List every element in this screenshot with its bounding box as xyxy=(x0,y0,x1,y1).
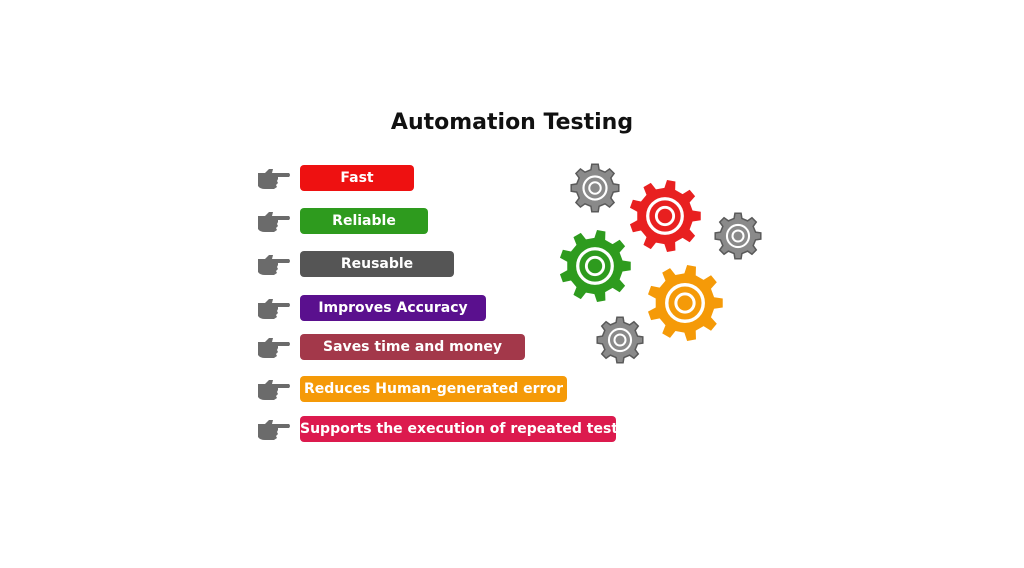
feature-bar: Saves time and money xyxy=(300,334,525,360)
feature-bar: Improves Accuracy xyxy=(300,295,486,321)
pointing-hand-icon xyxy=(258,338,290,358)
feature-bar: Reduces Human-generated error xyxy=(300,376,567,402)
pointing-hand-icon xyxy=(258,169,290,189)
pointing-hand-icon xyxy=(258,255,290,275)
feature-bar: Fast xyxy=(300,165,414,191)
gear-gray-right-icon xyxy=(714,212,762,260)
gear-red-icon xyxy=(629,180,701,252)
feature-bar: Reliable xyxy=(300,208,428,234)
gear-gray-bottom-icon xyxy=(596,316,644,364)
feature-bar: Reusable xyxy=(300,251,454,277)
pointing-hand-icon xyxy=(258,299,290,319)
gears-illustration xyxy=(559,163,762,364)
feature-bar: Supports the execution of repeated test … xyxy=(300,416,667,442)
pointing-hand-icon xyxy=(258,380,290,400)
gear-gray-top-left-icon xyxy=(570,163,620,213)
pointing-hand-icon xyxy=(258,420,290,440)
gear-green-icon xyxy=(559,230,631,302)
gear-orange-icon xyxy=(648,265,723,341)
pointing-hand-icon xyxy=(258,212,290,232)
diagram-title: Automation Testing xyxy=(390,110,634,135)
